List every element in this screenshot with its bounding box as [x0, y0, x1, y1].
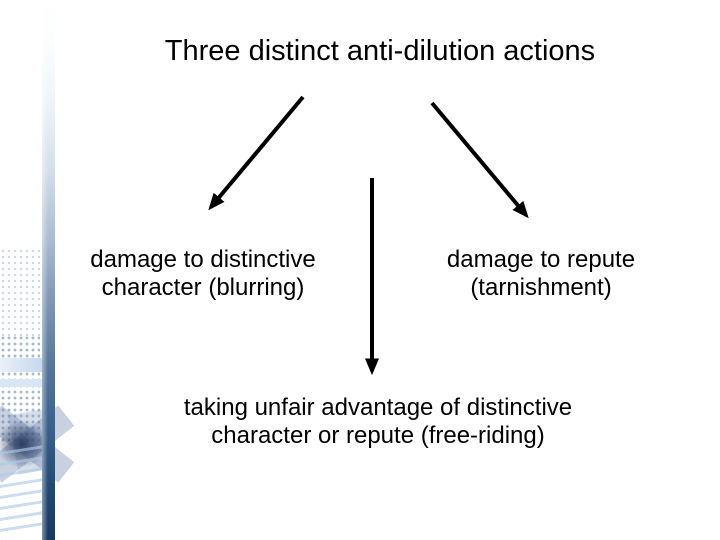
node-free-riding-line1: taking unfair advantage of distinctive	[183, 394, 573, 421]
node-blurring-line1: damage to distinctive	[90, 246, 316, 273]
node-free-riding: taking unfair advantage of distinctive c…	[128, 394, 628, 450]
node-free-riding-line2: character or repute (free-riding)	[211, 422, 545, 449]
node-tarnishment-line2: (tarnishment)	[470, 274, 612, 301]
node-tarnishment-line1: damage to repute	[446, 246, 636, 273]
halftone-dots-upper	[0, 248, 40, 338]
node-tarnishment: damage to repute (tarnishment)	[411, 246, 671, 302]
slide-title: Three distinct anti-dilution actions	[164, 35, 596, 67]
node-blurring-line2: character (blurring)	[101, 274, 305, 301]
left-accent-bar	[42, 0, 55, 540]
arrow-to-right-node	[430, 101, 529, 219]
node-blurring: damage to distinctive character (blurrin…	[63, 246, 343, 302]
arrow-to-left-node	[208, 95, 305, 211]
accent-band-1	[0, 358, 42, 372]
accent-band-2	[0, 379, 42, 387]
